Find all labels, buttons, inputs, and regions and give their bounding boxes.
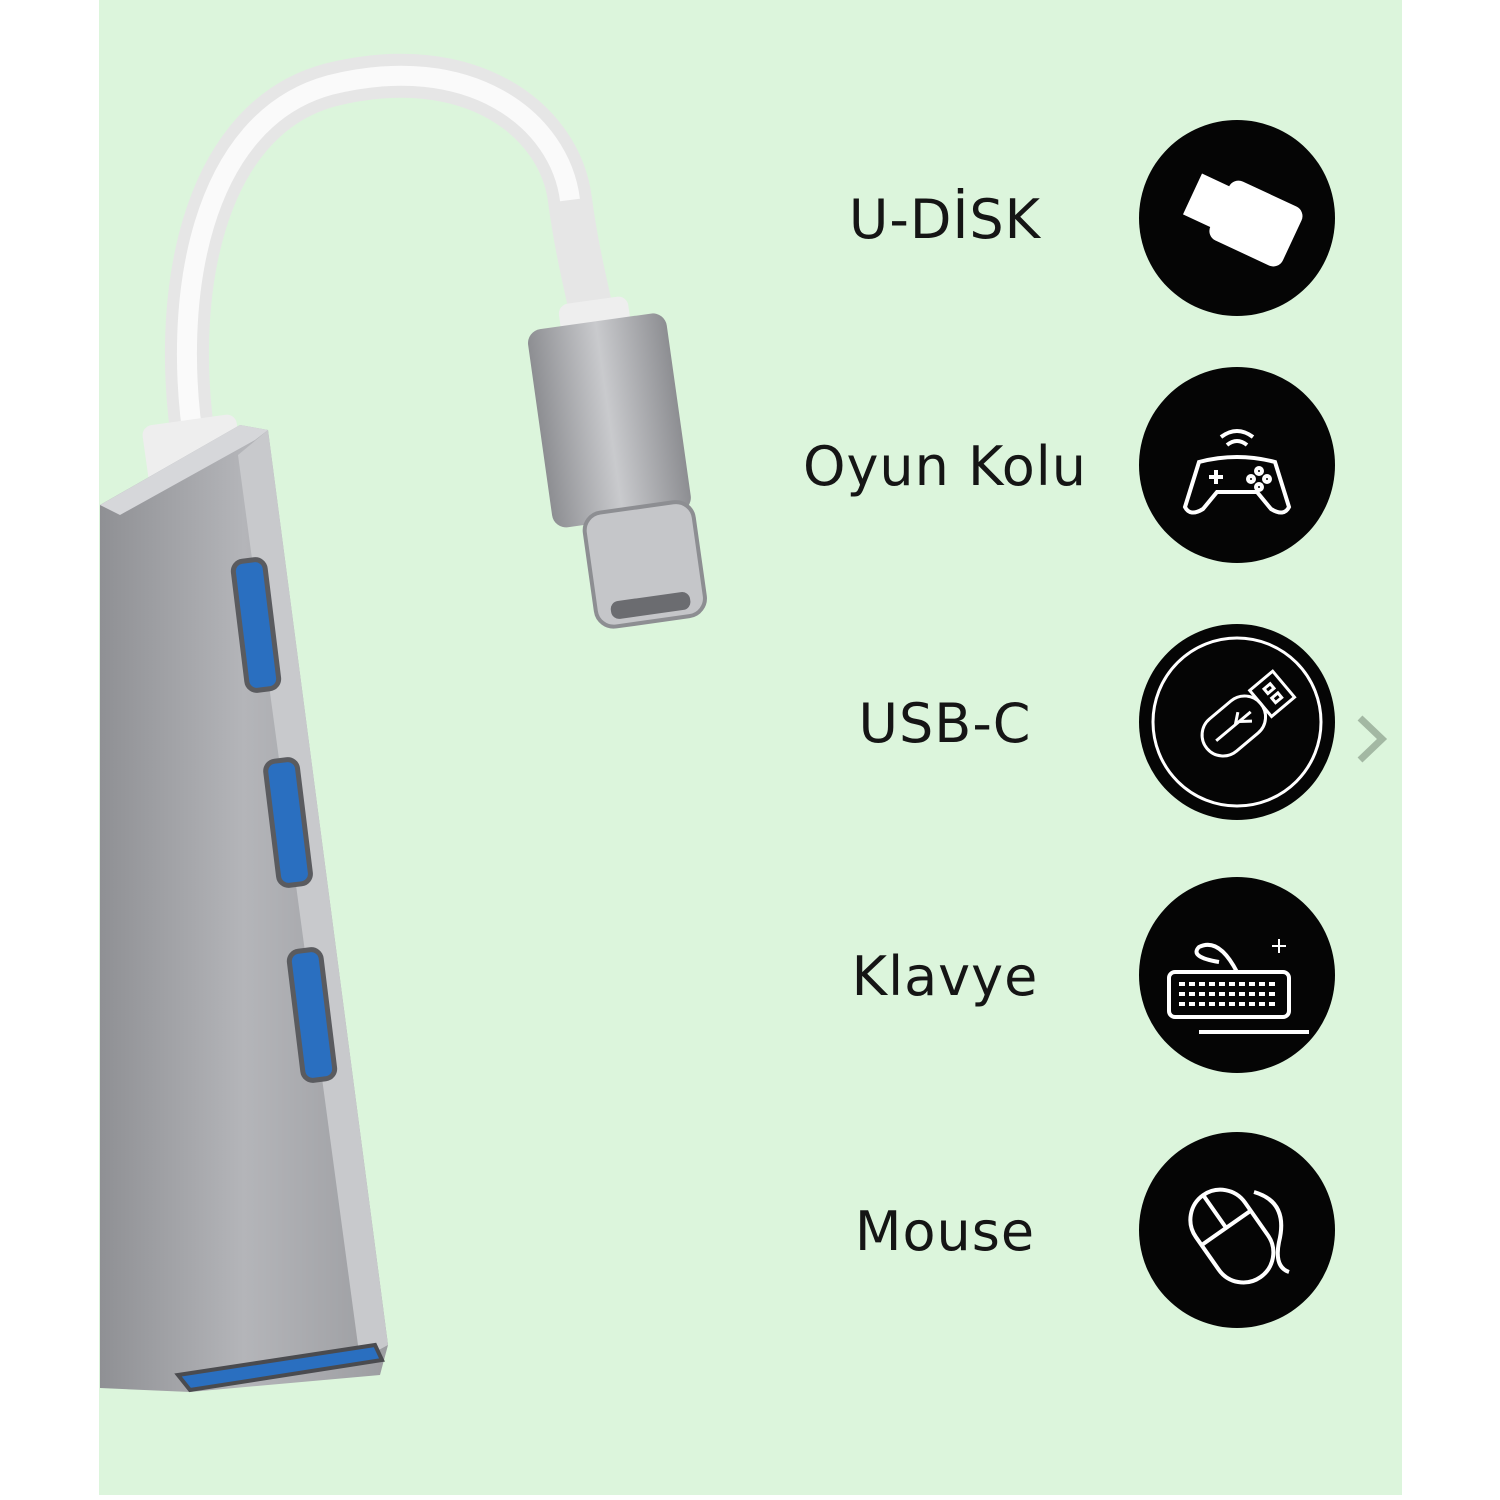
usb-port: [230, 557, 282, 693]
hub-body: [100, 425, 388, 1393]
usb-flash-drive-icon: [1139, 624, 1335, 820]
usb-c-connector: [528, 313, 707, 629]
feature-label-mouse: Mouse: [854, 1200, 1036, 1263]
usb-port: [174, 1342, 385, 1393]
mouse-icon: [1139, 1132, 1335, 1328]
chevron-right-icon[interactable]: [1352, 712, 1392, 766]
feature-label-u-disk: U-DİSK: [848, 188, 1042, 251]
gamepad-icon: [1139, 367, 1335, 563]
feature-label-usb-c: USB-C: [858, 692, 1032, 755]
keyboard-icon: [1139, 877, 1335, 1073]
usb-port: [286, 947, 338, 1083]
feature-label-gamepad: Oyun Kolu: [802, 435, 1088, 498]
usb-port: [263, 757, 313, 888]
feature-label-keyboard: Klavye: [851, 945, 1039, 1008]
usb-stick-icon: [1139, 120, 1335, 316]
